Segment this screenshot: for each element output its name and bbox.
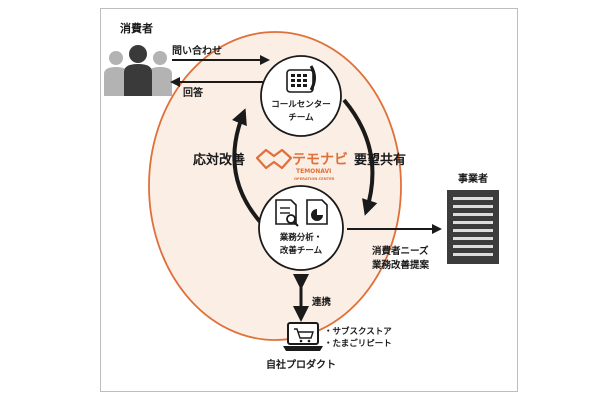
brand-tagline: OPERATION CENTER xyxy=(294,177,335,181)
call-center-label-line2: チーム xyxy=(288,113,314,123)
cooperation-label: 連携 xyxy=(312,296,332,308)
brand-name: テモナビ xyxy=(292,152,348,168)
building-icon xyxy=(447,190,499,264)
analysis-team-node xyxy=(258,185,344,271)
document-search-icon xyxy=(275,199,299,227)
response-improvement-arrow xyxy=(232,108,264,226)
people-icon xyxy=(104,45,172,96)
phone-icon xyxy=(286,65,316,93)
consumer-label: 消費者 xyxy=(120,21,153,35)
own-products-label: 自社プロダクト xyxy=(266,358,336,371)
answer-label: 回答 xyxy=(183,86,204,99)
request-sharing-label: 要望共有 xyxy=(354,152,406,168)
call-center-label-line1: コールセンター xyxy=(271,99,331,110)
inquiry-label: 問い合わせ xyxy=(172,44,222,57)
handshake-logo-icon xyxy=(255,148,293,170)
needs-label-line2: 業務改善提案 xyxy=(371,259,430,271)
needs-label-line1: 消費者ニーズ xyxy=(372,245,429,257)
request-sharing-arrow xyxy=(342,98,378,216)
product-item: ・サブスクストア xyxy=(324,326,392,337)
brand-romaji: TEMONAVI xyxy=(296,168,331,175)
business-label: 事業者 xyxy=(458,172,488,185)
analysis-team-label-line2: 改善チーム xyxy=(280,245,323,256)
response-improvement-label: 応対改善 xyxy=(193,152,245,168)
analysis-team-label-line1: 業務分析・ xyxy=(279,232,323,243)
document-chart-icon xyxy=(306,199,328,225)
laptop-cart-icon xyxy=(283,322,323,351)
product-item: ・たまごリピート xyxy=(324,338,392,349)
call-center-node xyxy=(260,55,342,137)
